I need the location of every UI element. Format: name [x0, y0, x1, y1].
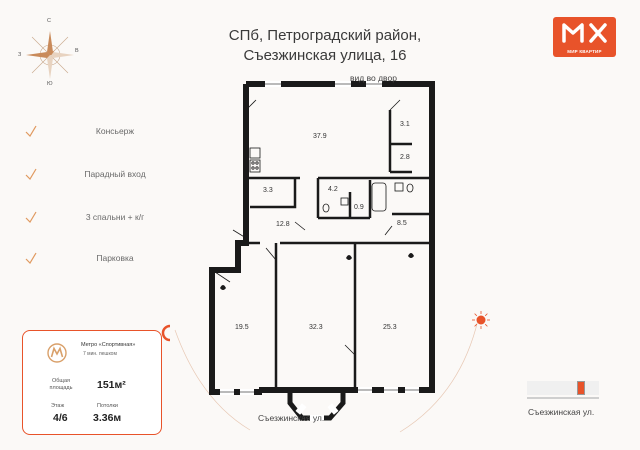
check-icon: [25, 252, 37, 264]
washbasin-icon: [340, 197, 349, 206]
check-icon: [25, 168, 37, 180]
compass-south: Ю: [47, 81, 53, 87]
fireplace-icon: [408, 253, 414, 258]
feature-label: 3 спальни + к/г: [85, 212, 145, 222]
fireplace-icons: [220, 253, 414, 290]
washbasin-icon: [394, 182, 404, 192]
room-area: 32.3: [309, 324, 323, 331]
fireplace-icon: [220, 285, 226, 290]
street-badge-label: Съезжинская ул.: [528, 407, 595, 417]
toilet-icon: [322, 203, 330, 213]
feature-item: Парадный вход: [24, 167, 174, 185]
compass-west: З: [18, 52, 22, 58]
floor-value: 4/6: [53, 412, 68, 424]
decor-arc: [399, 319, 479, 433]
room-area: 3.1: [400, 121, 410, 128]
fireplace-icon: [346, 255, 352, 260]
metro-name: Метро «Спортивная»: [81, 342, 136, 348]
page-title: СПб, Петроградский район, Съезжинская ул…: [200, 26, 450, 66]
area-value: 151м²: [97, 379, 126, 391]
compass-north: С: [47, 18, 51, 24]
compass-east: В: [75, 48, 79, 54]
room-area: 19.5: [235, 324, 249, 331]
building-marker: [577, 381, 585, 395]
sun-icon: [472, 311, 490, 329]
feature-label: Консьерж: [95, 126, 135, 136]
feature-item: 3 спальни + к/г: [24, 210, 174, 228]
brand-logo: МИР КВАРТИР: [553, 17, 616, 57]
title-line-1: СПб, Петроградский район,: [228, 27, 422, 44]
room-area: 0.9: [354, 204, 364, 211]
room-area: 3.3: [263, 187, 273, 194]
room-area: 4.2: [328, 186, 338, 193]
room-area: 8.5: [397, 220, 407, 227]
logo-text: МИР КВАРТИР: [567, 49, 602, 54]
street-badge: [527, 378, 617, 418]
decor-arc: [174, 329, 251, 431]
logo-mark-icon: [562, 23, 607, 43]
street-label: Съезжинская ул.: [258, 413, 325, 423]
room-area: 25.3: [383, 324, 397, 331]
ceiling-value: 3.36м: [93, 412, 122, 424]
stove-icon: [249, 159, 261, 173]
yard-view-label: вид во двор: [350, 73, 397, 83]
fixtures: [249, 147, 414, 213]
info-card: Метро «Спортивная» 7 мин. пешком Общая п…: [22, 330, 162, 435]
feature-label: Парковка: [96, 253, 134, 263]
toilet-icon: [406, 183, 414, 193]
check-icon: [25, 125, 37, 137]
street-block: [585, 381, 599, 395]
compass-icon: [26, 31, 74, 79]
interior-walls: [242, 110, 432, 390]
bathtub-icon: [371, 182, 387, 212]
area-label: Общая площадь: [49, 378, 73, 391]
street-block: [527, 381, 577, 395]
feature-label: Парадный вход: [84, 169, 146, 179]
window-lines: [220, 83, 419, 393]
metro-icon: [47, 343, 67, 363]
room-area: 2.8: [400, 154, 410, 161]
feature-item: Консьерж: [24, 124, 174, 142]
sun-arc-icon: [161, 324, 171, 342]
title-line-2: Съезжинская улица, 16: [243, 47, 407, 64]
check-icon: [25, 211, 37, 223]
compass-rose: С В Ю З: [18, 18, 82, 88]
room-area: 37.9: [313, 133, 327, 140]
floor-label: Этаж: [51, 403, 65, 409]
room-area: 12.8: [276, 221, 290, 228]
outer-walls: [209, 81, 435, 395]
feature-item: Парковка: [24, 251, 174, 269]
doors: [211, 99, 401, 356]
sink-icon: [249, 147, 261, 159]
metro-time: 7 мин. пешком: [83, 351, 117, 357]
ceiling-label: Потолки: [97, 403, 118, 409]
